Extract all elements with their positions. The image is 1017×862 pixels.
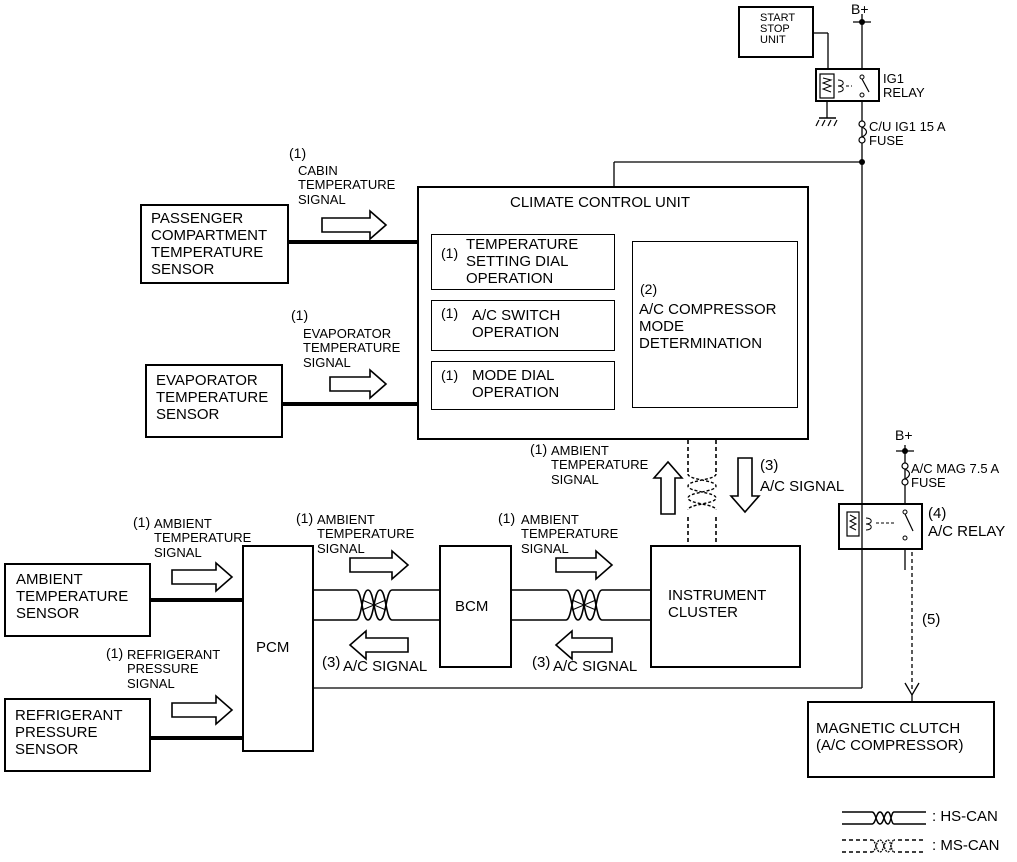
ambient-bcm-signal-num: (1): [296, 510, 314, 526]
ac-signal-bcm-arrow: [554, 629, 613, 661]
temp-dial-num: (1): [441, 245, 459, 261]
ms-can-ccu-cluster: [682, 440, 722, 546]
hs-can-bcm-cluster: [511, 584, 651, 626]
pcm-box: [242, 545, 314, 752]
determination-box: [632, 241, 798, 408]
bcm-label: BCM: [455, 598, 489, 615]
ambient-sensor-label: AMBIENT TEMPERATURE SENSOR: [16, 571, 129, 622]
signal-arrows: [171, 209, 761, 726]
hs-can-pcm-bcm: [313, 584, 440, 626]
start-stop-unit-label: START STOP UNIT: [760, 12, 796, 46]
instrument-cluster-label: INSTRUMENT CLUSTER: [668, 587, 767, 621]
ambient-pcm-arrow: [171, 561, 234, 593]
ac-signal-pcm-arrow: [348, 629, 409, 661]
refrigerant-sensor-box: [4, 698, 151, 772]
ac-relay-num: (4): [928, 505, 947, 522]
magnetic-clutch-label: MAGNETIC CLUTCH (A/C COMPRESSOR): [816, 720, 964, 754]
pcm-label: PCM: [256, 639, 290, 656]
start-stop-unit-box: [738, 6, 814, 58]
cabin-signal-label: CABIN TEMPERATURE SIGNAL: [298, 163, 396, 207]
legend-hs-can-label: : HS-CAN: [932, 808, 998, 825]
ambient-sensor-box: [4, 563, 151, 637]
evaporator-signal-label: EVAPORATOR TEMPERATURE SIGNAL: [303, 326, 401, 370]
ambient-pcm-signal-label: AMBIENT TEMPERATURE SIGNAL: [154, 516, 252, 560]
ambient-ic-signal-num: (1): [498, 510, 516, 526]
bcm-box: [439, 545, 512, 668]
refrigerant-signal-label: REFRIGERANT PRESSURE SIGNAL: [127, 647, 221, 691]
legend-ms-can-label: : MS-CAN: [932, 837, 1000, 854]
ambient-cluster-arrow: [555, 549, 614, 581]
ac-relay-label: A/C RELAY: [928, 523, 1006, 540]
refrigerant-signal-num: (1): [106, 645, 124, 661]
determination-label: A/C COMPRESSOR MODE DETERMINATION: [639, 301, 777, 352]
ac-signal-relay-arrow: [729, 457, 761, 514]
ambient-pcm-signal-num: (1): [133, 514, 151, 530]
ambient-cluster-signal-num: (1): [530, 441, 548, 457]
evaporator-sensor-box: [145, 364, 283, 438]
ig1-relay-box: [815, 68, 880, 102]
ac-bcm-signal-num: (3): [532, 654, 551, 671]
b-plus-top-label: B+: [851, 1, 869, 17]
legend-ms-can-symbol: [842, 836, 926, 856]
instrument-cluster-box: [650, 545, 801, 668]
cu-fuse-label: C/U IG1 15 A FUSE: [869, 119, 946, 149]
clutch-signal-num: (5): [922, 611, 941, 628]
ac-switch-label: A/C SWITCH OPERATION: [472, 307, 561, 341]
ambient-bcm-arrow: [349, 549, 410, 581]
ig1-relay-symbol: [819, 73, 870, 99]
temp-dial-box: [431, 234, 615, 290]
mode-dial-label: MODE DIAL OPERATION: [472, 367, 560, 401]
ambient-cluster-signal-label: AMBIENT TEMPERATURE SIGNAL: [551, 443, 649, 487]
ac-to-relay-signal-label: A/C SIGNAL: [760, 478, 845, 495]
cabin-signal-num: (1): [289, 145, 307, 161]
evaporator-signal-num: (1): [291, 307, 309, 323]
passenger-sensor-box: [140, 204, 289, 284]
passenger-sensor-label: PASSENGER COMPARTMENT TEMPERATURE SENSOR: [151, 210, 268, 278]
cabin-signal-arrow: [321, 209, 388, 241]
refrigerant-pcm-arrow: [171, 694, 234, 726]
refrigerant-sensor-label: REFRIGERANT PRESSURE SENSOR: [15, 707, 123, 758]
ac-pcm-signal-label: A/C SIGNAL: [343, 658, 428, 675]
evaporator-sensor-label: EVAPORATOR TEMPERATURE SENSOR: [156, 372, 269, 423]
ac-switch-num: (1): [441, 305, 459, 321]
ambient-ic-signal-label: AMBIENT TEMPERATURE SIGNAL: [521, 512, 619, 556]
temp-dial-label: TEMPERATURE SETTING DIAL OPERATION: [466, 236, 579, 287]
ac-to-relay-signal-num: (3): [760, 457, 779, 474]
ig1-relay-label: IG1 RELAY: [883, 71, 925, 101]
climate-control-unit-label: CLIMATE CONTROL UNIT: [510, 194, 691, 211]
power-wiring: [313, 14, 871, 689]
ac-switch-box: [431, 300, 615, 351]
evaporator-signal-arrow: [329, 368, 388, 400]
legend-hs-can-symbol: [842, 808, 926, 828]
ambient-ccu-arrow: [652, 460, 684, 515]
magnetic-clutch-box: [807, 701, 995, 778]
determination-num: (2): [640, 281, 658, 297]
b-plus-relay-label: B+: [895, 427, 913, 443]
ac-relay-box: [838, 503, 923, 550]
ac-relay-wiring: [846, 445, 920, 701]
ac-mag-fuse-label: A/C MAG 7.5 A FUSE: [911, 461, 1000, 491]
ac-pcm-signal-num: (3): [322, 654, 341, 671]
ambient-bcm-signal-label: AMBIENT TEMPERATURE SIGNAL: [317, 512, 415, 556]
ac-bcm-signal-label: A/C SIGNAL: [553, 658, 638, 675]
mode-dial-box: [431, 361, 615, 410]
mode-dial-num: (1): [441, 367, 459, 383]
